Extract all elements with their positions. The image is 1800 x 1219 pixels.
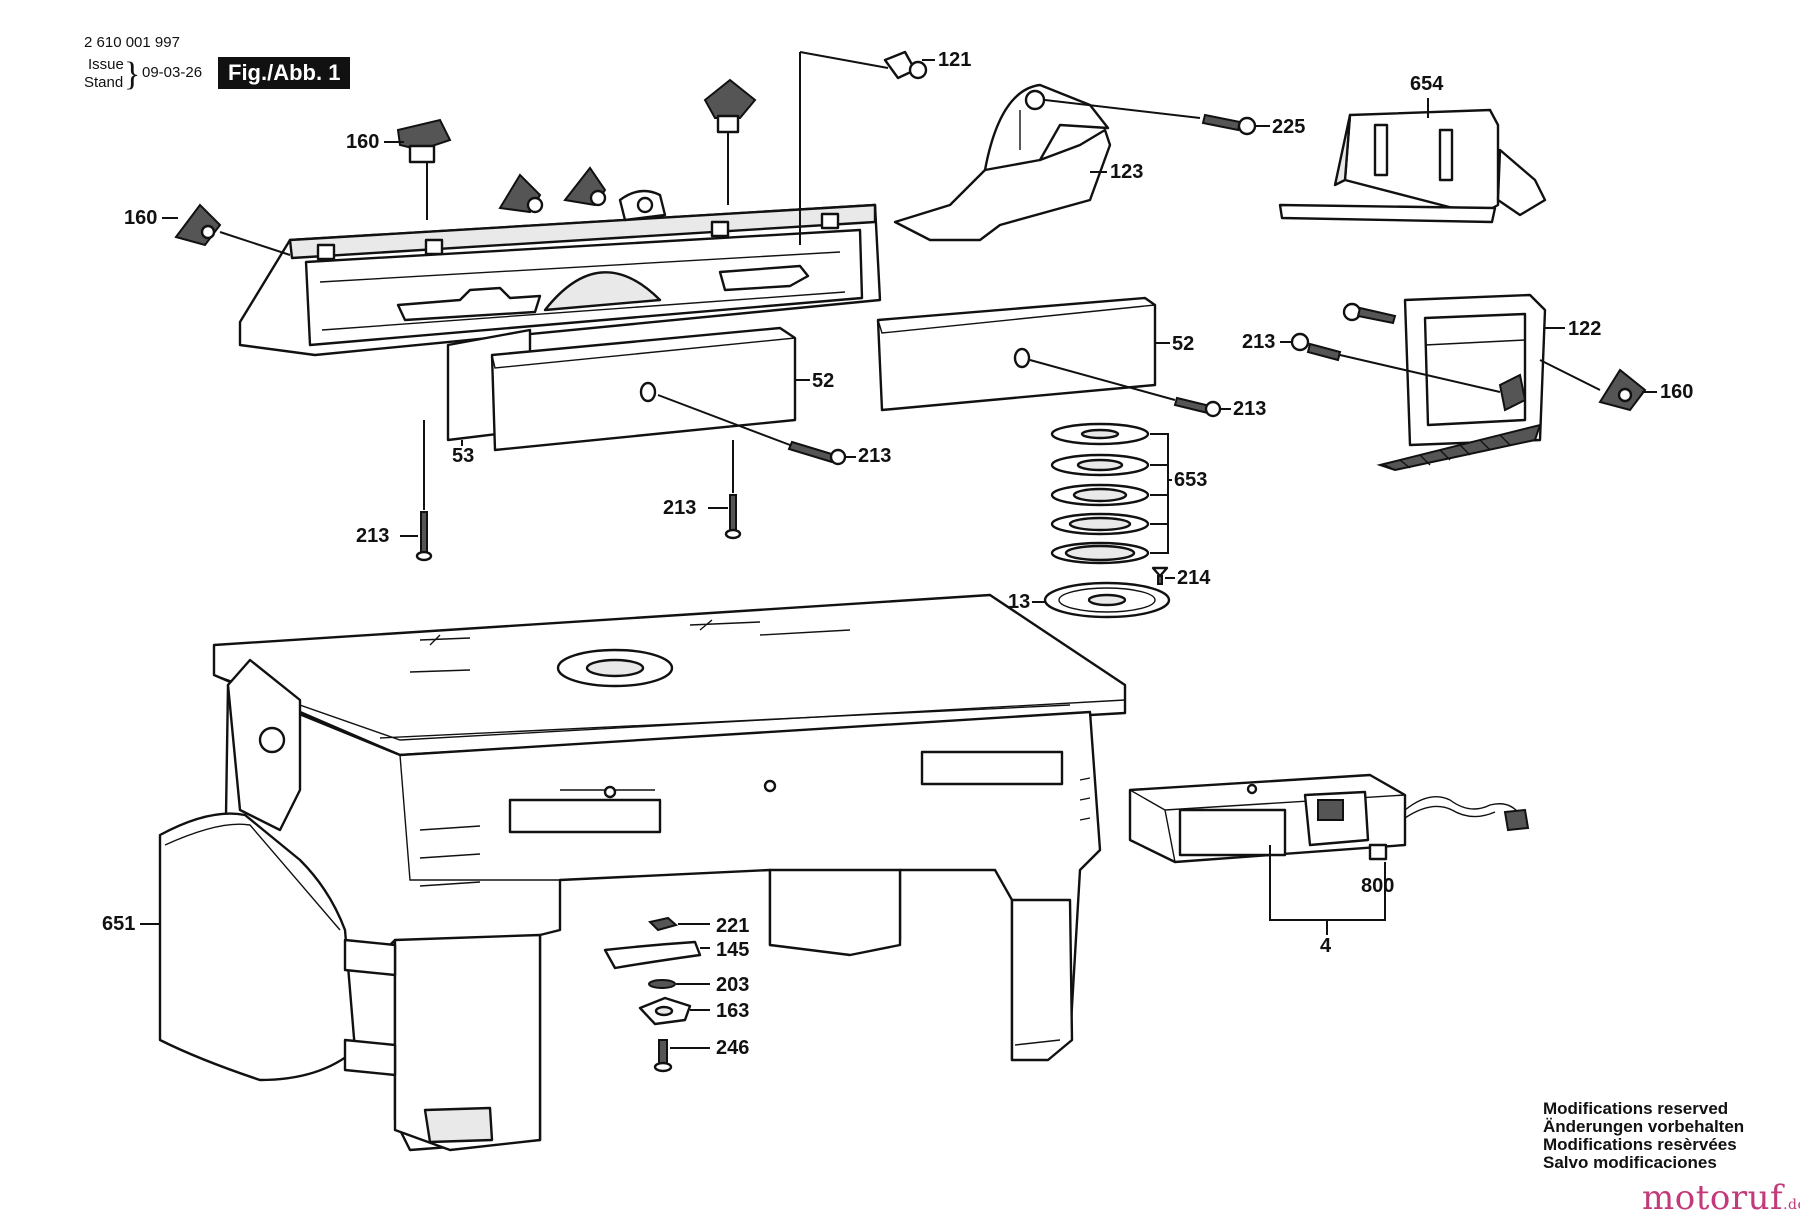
callout-52-right: 52 xyxy=(1172,333,1194,355)
callout-13: 13 xyxy=(1008,591,1030,613)
issue-date: 09-03-26 xyxy=(142,64,203,81)
miter-gauge-654 xyxy=(1278,108,1547,224)
callout-213-e: 213 xyxy=(1242,331,1275,353)
callout-122: 122 xyxy=(1568,318,1601,340)
watermark-logo: motoruf.de xyxy=(1642,1178,1800,1218)
note-line-en: Modifications reserved xyxy=(1543,1099,1729,1118)
callout-53: 53 xyxy=(452,445,474,467)
insert-plate-13 xyxy=(1043,581,1171,619)
issue-label: Issue xyxy=(88,56,124,73)
header-brace: } xyxy=(124,56,141,93)
knob-160-right xyxy=(1598,368,1647,412)
callout-160-top: 160 xyxy=(346,131,379,153)
screw-213-c xyxy=(724,494,742,540)
callout-651: 651 xyxy=(102,913,135,935)
callout-654: 654 xyxy=(1410,73,1444,95)
fence-clamp-knobs xyxy=(498,166,667,222)
featherboard-122 xyxy=(1376,293,1547,472)
callout-163: 163 xyxy=(716,1000,749,1022)
screw-213-d xyxy=(415,511,433,562)
knob-small-featherboard xyxy=(1342,302,1397,325)
switch-800 xyxy=(1368,843,1388,861)
callout-221: 221 xyxy=(716,915,749,937)
callout-800: 800 xyxy=(1361,875,1394,897)
screw-213-b xyxy=(1173,396,1222,418)
router-table xyxy=(212,593,1127,1152)
callout-52-left: 52 xyxy=(812,370,834,392)
stand-label: Stand xyxy=(84,74,124,91)
note-line-de: Änderungen vorbehalten xyxy=(1543,1117,1745,1136)
callout-203: 203 xyxy=(716,974,749,996)
modifications-note: Modifications reserved Änderungen vorbeh… xyxy=(1543,1100,1744,1172)
fence-assembly xyxy=(238,203,882,357)
screw-214 xyxy=(1151,566,1169,585)
switch-box-4 xyxy=(1128,773,1530,864)
callout-246: 246 xyxy=(716,1037,749,1059)
callout-123: 123 xyxy=(1110,161,1143,183)
callout-145: 145 xyxy=(716,939,749,961)
callout-160-left: 160 xyxy=(124,207,157,229)
callout-121: 121 xyxy=(938,49,971,71)
knob-160-top xyxy=(396,118,452,164)
knob-160-left xyxy=(174,203,222,247)
callout-4: 4 xyxy=(1320,935,1332,957)
guard-123 xyxy=(893,83,1112,242)
figure-label: Fig./Abb. 1 xyxy=(218,57,351,89)
callout-225: 225 xyxy=(1272,116,1305,138)
screw-213-e xyxy=(1290,332,1342,362)
callout-labels: 121 225 123 654 160 160 160 52 52 53 213… xyxy=(102,49,1693,1059)
screw-213-a xyxy=(787,440,847,466)
screw-225 xyxy=(1201,113,1257,136)
watermark-suffix: .de xyxy=(1783,1197,1800,1213)
callout-213-c: 213 xyxy=(663,497,696,519)
part-number: 2 610 001 997 xyxy=(84,34,180,51)
insert-rings-653 xyxy=(1050,422,1150,565)
callout-213-b: 213 xyxy=(1233,398,1266,420)
callout-213-a: 213 xyxy=(858,445,891,467)
dust-bag-651 xyxy=(158,812,397,1082)
face-plate-52-left xyxy=(490,326,797,452)
callout-214: 214 xyxy=(1177,567,1211,589)
note-line-fr: Modifications resèrvées xyxy=(1543,1135,1737,1154)
screw-121 xyxy=(883,50,928,80)
callout-653: 653 xyxy=(1174,469,1207,491)
watermark-text: motoruf xyxy=(1642,1178,1784,1218)
callout-160-right: 160 xyxy=(1660,381,1693,403)
hardware-small-parts xyxy=(603,916,702,1073)
face-plate-52-right xyxy=(876,296,1157,412)
callout-213-d: 213 xyxy=(356,525,389,547)
note-line-es: Salvo modificaciones xyxy=(1543,1153,1717,1172)
knob-center-fence xyxy=(703,78,757,134)
